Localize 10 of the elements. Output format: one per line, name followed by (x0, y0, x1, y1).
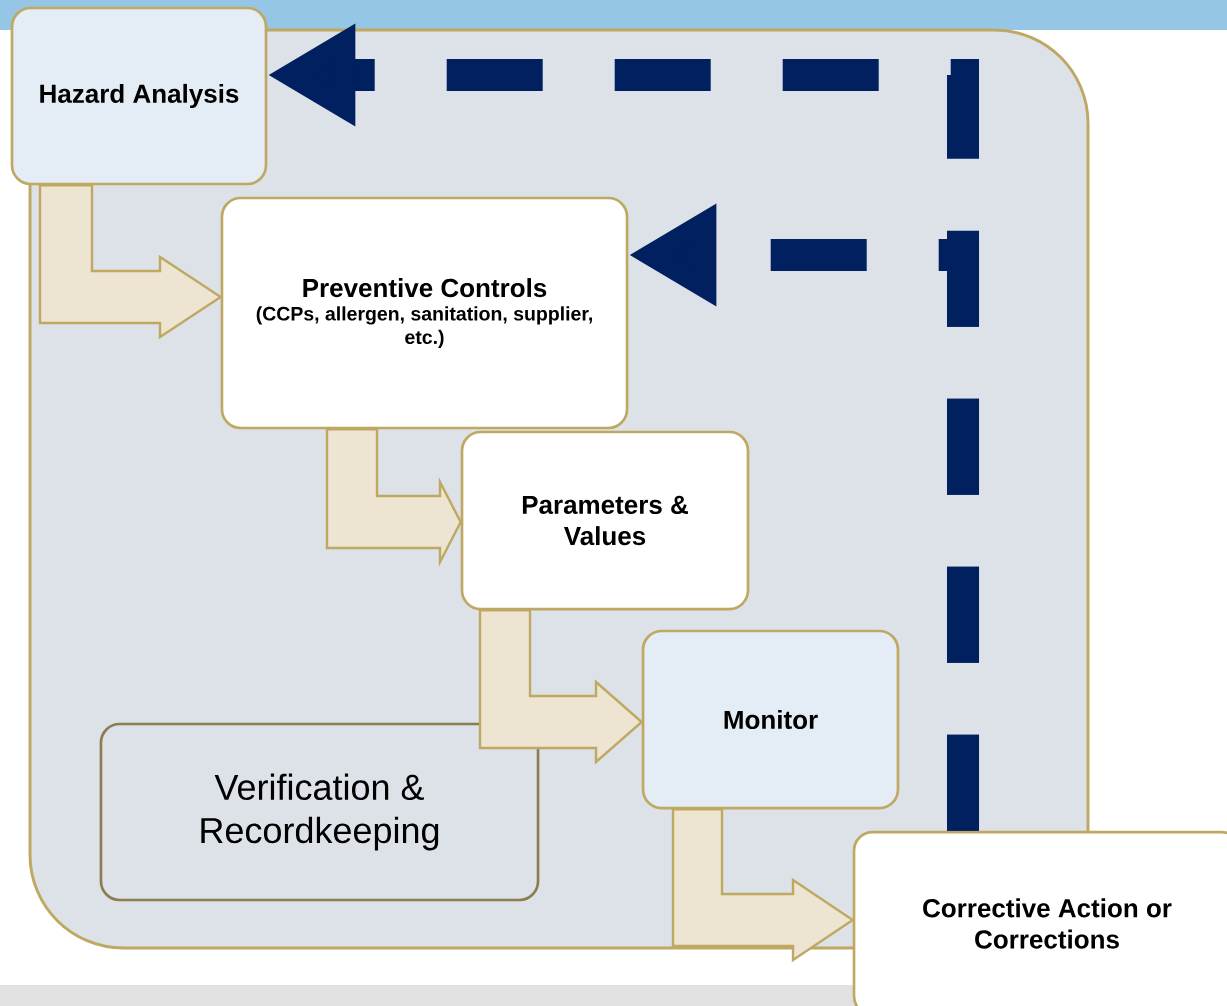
process-box: Hazard Analysis (10, 6, 268, 186)
block-arrow (325, 428, 463, 567)
process-box: Preventive Controls (CCPs, allergen, sanitation, supplier, etc.) (220, 196, 629, 430)
text-box: Verification & Recordkeeping (99, 722, 540, 902)
process-box: Corrective Action or Corrections (852, 830, 1227, 1006)
process-box: Parameters & Values (460, 430, 750, 611)
process-box: Monitor (641, 629, 900, 810)
block-arrow (478, 609, 644, 765)
block-arrow (671, 808, 855, 963)
block-arrow (38, 184, 223, 340)
